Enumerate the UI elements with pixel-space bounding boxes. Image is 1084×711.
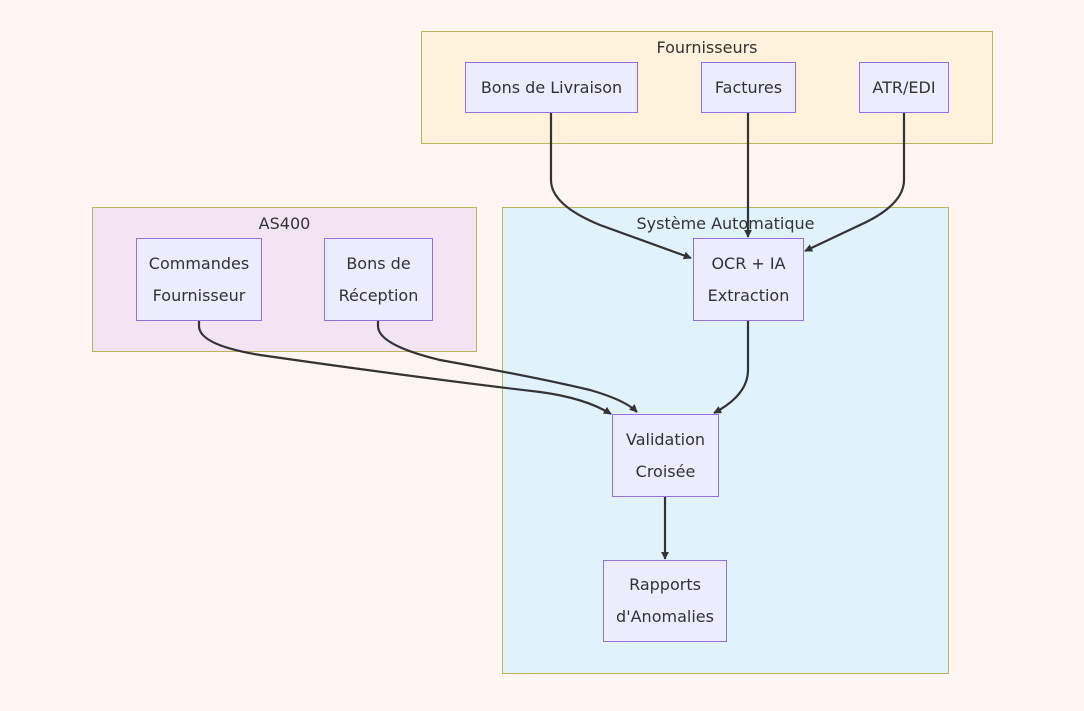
node-factures[interactable]: Factures [701, 62, 796, 113]
node-label: Factures [714, 77, 783, 97]
node-label-line1: Bons de [346, 253, 411, 273]
node-rapports-anomalies[interactable]: Rapports d'Anomalies [603, 560, 727, 642]
node-label-line2: Croisée [635, 461, 696, 481]
node-label-line2: d'Anomalies [616, 607, 714, 626]
node-validation-croisee[interactable]: Validation Croisée [612, 414, 719, 497]
node-label: ATR/EDI [872, 77, 936, 97]
node-label-line2: Extraction [707, 285, 790, 305]
node-commandes-fournisseur[interactable]: Commandes Fournisseur [136, 238, 262, 321]
cluster-title-as400: AS400 [258, 214, 311, 233]
cluster-title-systeme: Système Automatique [636, 214, 815, 233]
node-atr-edi[interactable]: ATR/EDI [859, 62, 949, 113]
node-label: Bons de Livraison [480, 77, 623, 97]
node-ocr-ia-extraction[interactable]: OCR + IA Extraction [693, 238, 804, 321]
node-label-line1: Validation [625, 429, 705, 449]
node-label-line1: Commandes [148, 253, 250, 273]
node-bons-de-livraison[interactable]: Bons de Livraison [465, 62, 638, 113]
node-bons-de-reception[interactable]: Bons de Réception [324, 238, 433, 321]
node-label-line1: Rapports [629, 575, 701, 594]
node-label-line2: Réception [338, 285, 419, 305]
cluster-title-fournisseurs: Fournisseurs [656, 38, 758, 57]
node-label-line2: Fournisseur [152, 285, 246, 305]
node-label-line1: OCR + IA [711, 253, 786, 273]
